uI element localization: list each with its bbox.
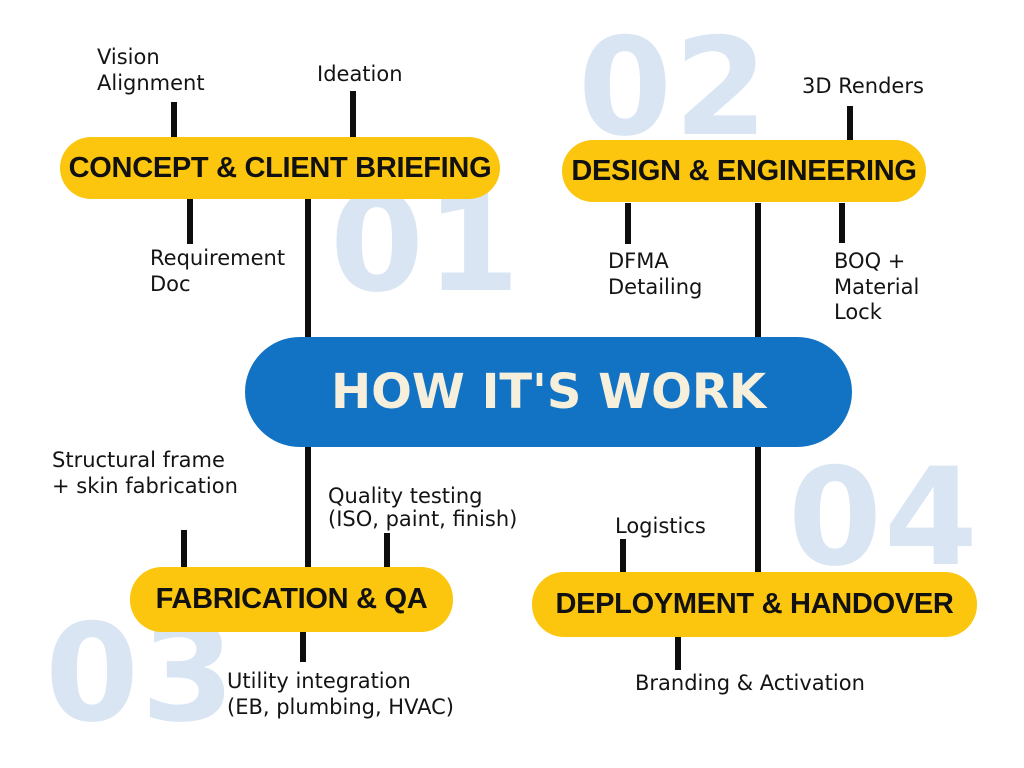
label-3d-renders: 3D Renders	[802, 74, 924, 98]
connector-line	[300, 631, 306, 662]
connector-line	[384, 533, 390, 569]
stage-number-02: 02	[578, 9, 770, 166]
label-dfma-detailing: DFMA Detailing	[608, 249, 703, 299]
connector-line	[755, 203, 761, 339]
label-requirement-doc: Requirement Doc	[150, 246, 286, 296]
stage-pill-label: CONCEPT & CLIENT BRIEFING	[68, 151, 492, 184]
page-title: HOW IT'S WORK	[330, 364, 767, 420]
label-branding-activation: Branding & Activation	[635, 671, 865, 695]
label-structural-frame: Structural frame + skin fabrication	[52, 448, 238, 498]
label-quality-testing: Quality testing (ISO, paint, finish)	[328, 484, 518, 532]
connector-line	[181, 530, 187, 569]
label-utility-integration: Utility integration (EB, plumbing, HVAC)	[227, 669, 454, 719]
stage-pill-fabrication-qa: FABRICATION & QA	[130, 567, 453, 632]
connector-line	[171, 102, 177, 138]
connector-line	[350, 91, 356, 138]
connector-line	[675, 636, 681, 670]
stage-pill-concept-client-briefing: CONCEPT & CLIENT BRIEFING	[60, 137, 500, 199]
connector-line	[839, 203, 845, 243]
stage-pill-label: DEPLOYMENT & HANDOVER	[555, 588, 954, 620]
connector-line	[305, 199, 311, 339]
connector-line	[625, 203, 631, 244]
label-ideation: Ideation	[317, 62, 403, 86]
stage-pill-label: FABRICATION & QA	[155, 583, 428, 615]
stage-pill-design-engineering: DESIGN & ENGINEERING	[562, 140, 926, 202]
stage-number-04: 04	[788, 439, 980, 596]
label-logistics: Logistics	[615, 514, 706, 538]
label-vision-alignment: Vision Alignment	[97, 45, 205, 95]
stage-pill-deployment-handover: DEPLOYMENT & HANDOVER	[532, 572, 977, 637]
connector-line	[620, 539, 626, 573]
center-title-pill: HOW IT'S WORK	[245, 337, 852, 447]
stage-pill-label: DESIGN & ENGINEERING	[571, 154, 917, 187]
connector-line	[305, 445, 311, 569]
connector-line	[755, 445, 761, 574]
connector-line	[187, 199, 193, 244]
connector-line	[847, 106, 853, 140]
label-boq-material-lock: BOQ + Material Lock	[834, 249, 920, 325]
